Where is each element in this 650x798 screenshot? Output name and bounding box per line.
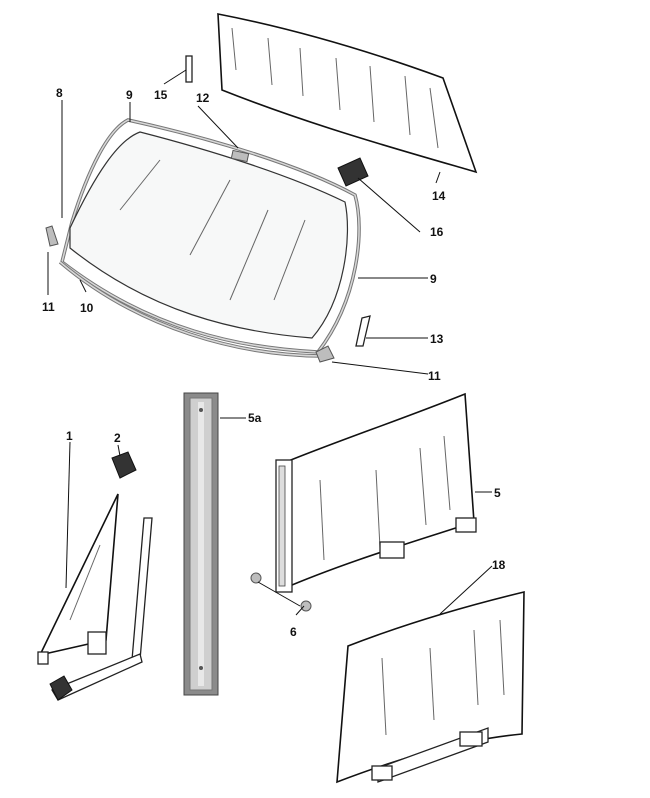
- callout-9-top: 9: [126, 88, 133, 102]
- vent-glass-part-1: [37, 493, 119, 665]
- callout-15: 15: [154, 88, 168, 102]
- callout-12: 12: [196, 91, 210, 105]
- rear-window-glass: [217, 13, 478, 174]
- callout-13: 13: [430, 332, 444, 346]
- callout-11-right: 11: [428, 369, 441, 383]
- clip-part-16: [337, 157, 369, 187]
- callout-16: 16: [430, 225, 444, 239]
- vent-knob-part-2: [111, 451, 137, 479]
- callout-18: 18: [492, 558, 506, 572]
- door-glass-part-5: [275, 392, 477, 593]
- callout-6: 6: [290, 625, 297, 639]
- callout-14: 14: [432, 189, 446, 203]
- callout-1: 1: [66, 429, 73, 443]
- callout-labels: 8 9 12 15 14 16 9 13 11 11 10 5a 1 2 5 6…: [42, 86, 506, 639]
- windshield-assembly: [45, 118, 361, 363]
- callout-9-right: 9: [430, 272, 437, 286]
- callout-5a: 5a: [248, 411, 262, 425]
- callout-10: 10: [80, 301, 94, 315]
- trim-strip-part-13: [355, 315, 371, 347]
- channel-part-5a: [183, 392, 219, 696]
- callout-8: 8: [56, 86, 63, 100]
- trim-clip-part-15: [185, 55, 193, 83]
- callout-5: 5: [494, 486, 501, 500]
- rear-door-glass-part-18: [336, 590, 525, 784]
- nut-part-6: [250, 572, 312, 612]
- vent-channel: [49, 517, 153, 701]
- callout-11-left: 11: [42, 300, 55, 314]
- callout-2: 2: [114, 431, 121, 445]
- leader-lines: [47, 69, 493, 616]
